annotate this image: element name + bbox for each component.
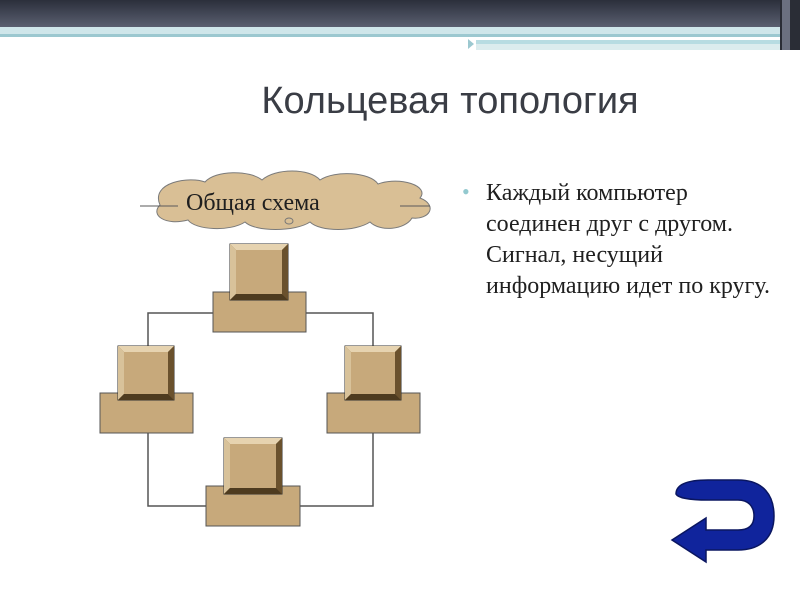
slide-title: Кольцевая топология [261, 80, 639, 122]
cloud-label: Общая схема [186, 190, 320, 216]
bullet-marker-icon: • [462, 179, 470, 204]
computer-icon-bottom [205, 437, 301, 527]
top-decoration-bar [0, 0, 800, 50]
u-turn-back-arrow-icon [670, 479, 775, 564]
computer-icon-left [99, 345, 194, 434]
bullet-text: Каждый компьютер соединен друг с другом.… [486, 180, 770, 299]
bullet-item: • Каждый компьютер соединен друг с друго… [462, 178, 782, 302]
computer-icon-right [326, 345, 421, 434]
cloud-shape [140, 170, 431, 230]
computer-icon-top [212, 243, 307, 333]
back-arrow-button[interactable] [668, 478, 780, 564]
